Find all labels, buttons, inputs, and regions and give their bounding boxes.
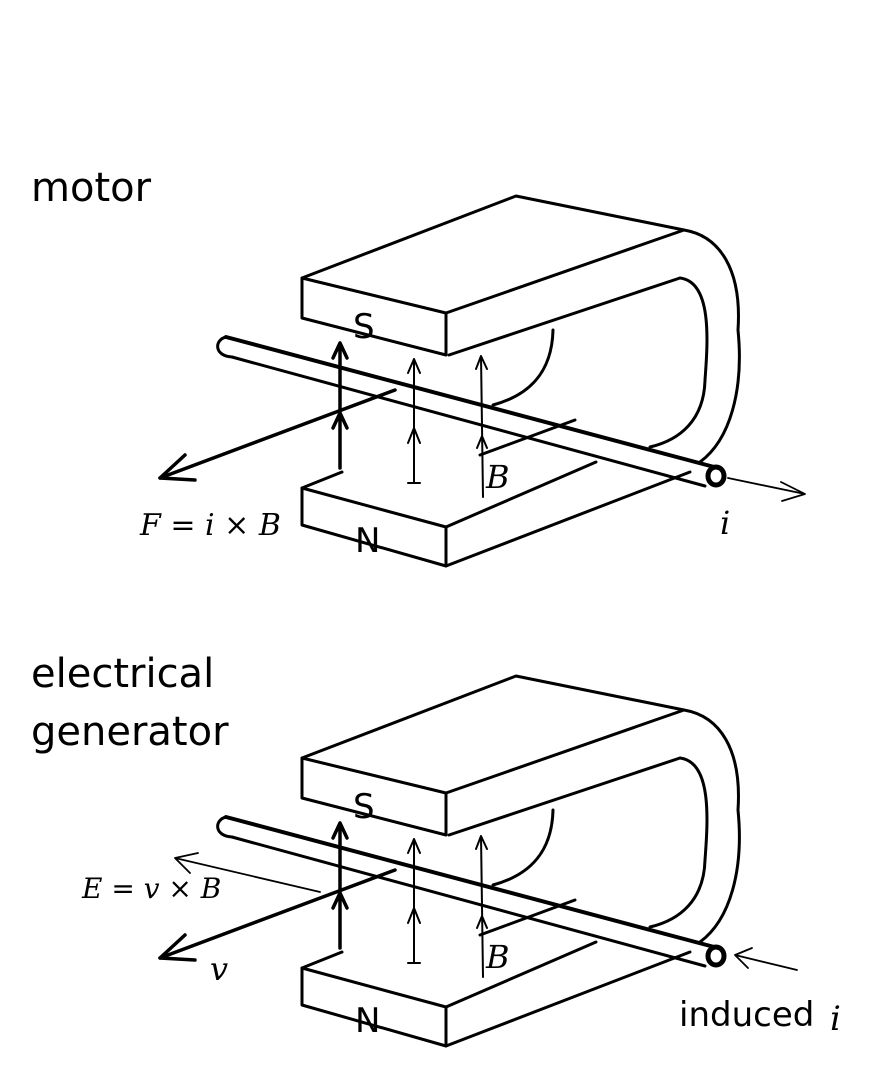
velocity-label: v (210, 950, 228, 988)
motor-diagram: S N B F = i × B i (139, 196, 806, 566)
south-pole-label: S (353, 307, 375, 347)
north-pole-label: N (355, 521, 380, 561)
north-pole-label: N (355, 1001, 380, 1041)
induced-current-arrow (734, 947, 798, 971)
field-b-label: B (485, 938, 510, 976)
force-arrow (158, 388, 397, 480)
e-field-equation-label: E = v × B (81, 872, 221, 905)
induced-current-symbol: i (830, 999, 841, 1039)
current-arrow (727, 477, 806, 502)
induced-caption: induced (679, 995, 815, 1035)
motor-title: motor (31, 165, 152, 211)
velocity-arrowhead (158, 933, 197, 962)
field-b-label: B (485, 458, 510, 496)
force-equation-label: F = i × B (139, 508, 281, 543)
horseshoe-magnet (218, 196, 740, 566)
generator-title-line2: generator (31, 709, 229, 755)
e-field-arrow (174, 852, 321, 893)
generator-diagram: S N B (158, 676, 740, 1046)
force-arrowhead (158, 453, 197, 482)
velocity-arrow (158, 868, 397, 960)
current-label: i (720, 504, 730, 542)
generator-title-line1: electrical (31, 651, 215, 697)
south-pole-label: S (353, 787, 375, 827)
horseshoe-magnet (218, 676, 740, 1046)
